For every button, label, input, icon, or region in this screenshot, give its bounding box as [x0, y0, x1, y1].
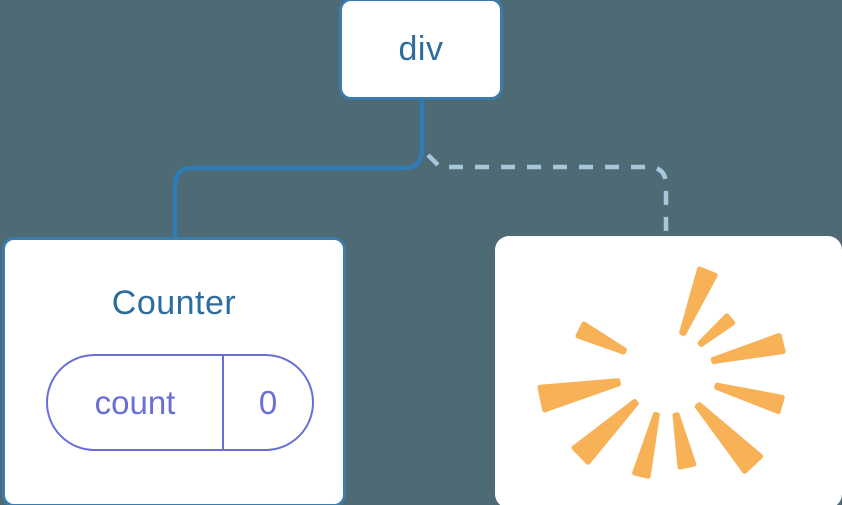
- prop-pill-count[interactable]: count 0: [46, 354, 314, 451]
- burst-spoke-4: [694, 402, 764, 474]
- node-div[interactable]: div: [339, 0, 503, 100]
- node-div-label: div: [398, 30, 444, 68]
- burst-spoke-5: [672, 412, 697, 470]
- sparkle-burst-icon: [537, 266, 786, 479]
- node-counter[interactable]: Counter count 0: [2, 237, 346, 505]
- prop-value-label: 0: [258, 384, 278, 421]
- burst-spoke-3: [714, 382, 785, 415]
- node-burst[interactable]: [495, 236, 842, 505]
- burst-spoke-1: [697, 313, 736, 347]
- burst-spoke-2: [710, 333, 786, 364]
- pill-divider: [222, 354, 224, 451]
- burst-spoke-0: [679, 266, 718, 336]
- node-counter-label: Counter: [111, 284, 237, 322]
- burst-spoke-8: [537, 378, 621, 413]
- burst-spoke-9: [575, 321, 627, 355]
- burst-spoke-7: [571, 399, 639, 465]
- burst-spoke-6: [632, 411, 660, 479]
- edge-div-to-counter: [172, 100, 425, 240]
- prop-key-label: count: [94, 384, 176, 421]
- edge-div-to-burst: [426, 153, 669, 240]
